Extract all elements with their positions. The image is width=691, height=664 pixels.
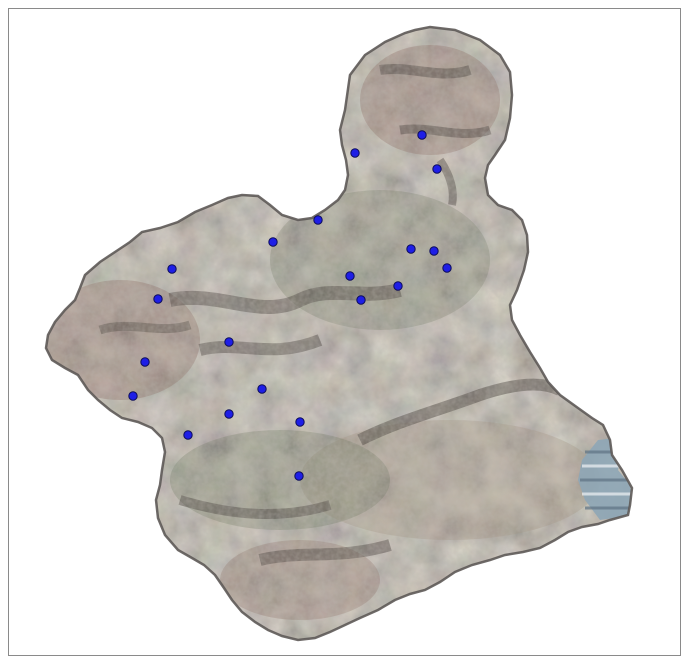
station-marker — [183, 430, 193, 440]
station-marker — [268, 237, 278, 247]
station-marker — [153, 294, 163, 304]
station-marker — [406, 244, 416, 254]
station-marker — [393, 281, 403, 291]
station-marker — [442, 263, 452, 273]
station-marker — [167, 264, 177, 274]
station-marker — [432, 164, 442, 174]
station-marker — [257, 384, 267, 394]
station-marker — [313, 215, 323, 225]
station-marker — [417, 130, 427, 140]
station-marker — [294, 471, 304, 481]
station-marker — [429, 246, 439, 256]
station-markers — [128, 130, 452, 481]
station-marker — [350, 148, 360, 158]
station-marker — [356, 295, 366, 305]
station-marker — [224, 337, 234, 347]
station-marker — [128, 391, 138, 401]
station-marker — [224, 409, 234, 419]
station-marker — [140, 357, 150, 367]
station-marker — [345, 271, 355, 281]
station-marker — [295, 417, 305, 427]
